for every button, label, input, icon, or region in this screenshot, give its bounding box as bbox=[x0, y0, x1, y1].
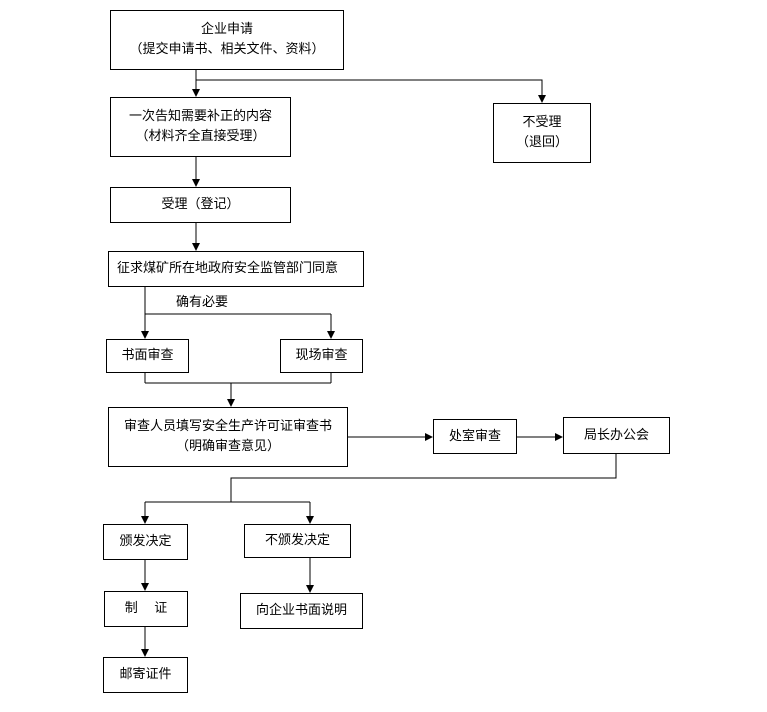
node-written-explanation-title: 向企业书面说明 bbox=[255, 603, 347, 618]
node-document-review-title: 书面审查 bbox=[121, 348, 174, 363]
node-make-certificate: 制 证 bbox=[104, 591, 188, 627]
node-accept-register-title: 受理（登记） bbox=[161, 197, 240, 212]
arrow-apply-to-reject bbox=[196, 79, 546, 103]
node-enterprise-application-title: 企业申请 bbox=[200, 22, 253, 37]
node-bureau-meeting-title: 局长办公会 bbox=[583, 427, 649, 443]
node-fill-review-form-note: （明确审查意见） bbox=[175, 439, 280, 454]
node-office-review: 处室审查 bbox=[433, 419, 517, 454]
connector-bureau-to-split bbox=[230, 454, 617, 502]
node-not-accepted: 不受理 （退回） bbox=[493, 103, 591, 163]
node-mail-certificate-title: 邮寄证件 bbox=[119, 667, 172, 682]
node-notify-correction-note: （材料齐全直接受理） bbox=[135, 129, 266, 144]
label-necessary: 确有必要 bbox=[176, 295, 229, 310]
node-make-certificate-title: 制 证 bbox=[124, 601, 168, 616]
node-no-issue-decision: 不颁发决定 bbox=[244, 524, 351, 558]
node-issue-decision-title: 颁发决定 bbox=[119, 534, 172, 549]
node-document-review: 书面审查 bbox=[106, 339, 189, 373]
node-enterprise-application-note: （提交申请书、相关文件、资料） bbox=[129, 42, 325, 57]
node-consult-government: 征求煤矿所在地政府安全监管部门同意 bbox=[108, 251, 364, 287]
node-fill-review-form: 审查人员填写安全生产许可证审查书 （明确审查意见） bbox=[108, 407, 348, 467]
node-not-accepted-title: 不受理 bbox=[522, 115, 562, 130]
node-bureau-meeting: 局长办公会 bbox=[563, 417, 670, 454]
node-enterprise-application: 企业申请 （提交申请书、相关文件、资料） bbox=[110, 10, 344, 70]
node-not-accepted-note: （退回） bbox=[515, 135, 568, 150]
node-site-review-title: 现场审查 bbox=[295, 348, 348, 363]
node-fill-review-form-title: 审查人员填写安全生产许可证审查书 bbox=[123, 419, 332, 434]
node-written-explanation: 向企业书面说明 bbox=[240, 593, 363, 629]
node-accept-register: 受理（登记） bbox=[110, 187, 291, 223]
node-notify-correction-title: 一次告知需要补正的内容 bbox=[128, 109, 272, 124]
node-no-issue-decision-title: 不颁发决定 bbox=[264, 533, 330, 548]
node-office-review-title: 处室审查 bbox=[448, 428, 501, 444]
node-site-review: 现场审查 bbox=[280, 339, 363, 373]
node-notify-correction: 一次告知需要补正的内容 （材料齐全直接受理） bbox=[110, 97, 291, 157]
node-issue-decision: 颁发决定 bbox=[103, 524, 188, 560]
node-consult-government-title: 征求煤矿所在地政府安全监管部门同意 bbox=[117, 261, 339, 276]
node-mail-certificate: 邮寄证件 bbox=[103, 657, 188, 693]
